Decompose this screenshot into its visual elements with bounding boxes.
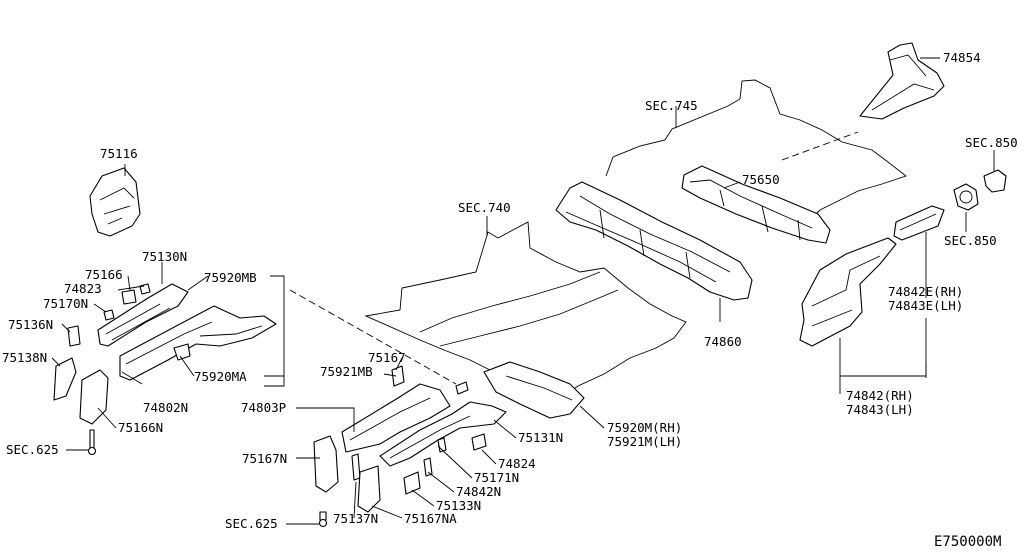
part-74860	[555, 181, 753, 301]
label-74803p: 74803P	[241, 400, 286, 415]
label-sec850-bottom: SEC.850	[944, 233, 997, 248]
part-75650	[681, 165, 831, 244]
label-sec850-top: SEC.850	[965, 135, 1018, 150]
label-75167: 75167	[368, 350, 406, 365]
label-sec625-left: SEC.625	[6, 442, 59, 457]
label-74842e: 74842E(RH)	[888, 284, 963, 299]
label-75920ma: 75920MA	[194, 369, 247, 384]
label-sec740: SEC.740	[458, 200, 511, 215]
sec850-parts	[953, 169, 1007, 211]
part-75116	[89, 167, 141, 237]
label-75170n: 75170N	[43, 296, 88, 311]
label-75166: 75166	[85, 267, 123, 282]
label-74802n: 74802N	[143, 400, 188, 415]
label-74842: 74842(RH)	[846, 388, 914, 403]
small-brackets-left	[53, 283, 151, 456]
label-75138n: 75138N	[2, 350, 47, 365]
label-sec745: SEC.745	[645, 98, 698, 113]
label-75171n: 75171N	[474, 470, 519, 485]
label-75131n: 75131N	[518, 430, 563, 445]
label-74823: 74823	[64, 281, 102, 296]
part-75130n	[97, 283, 189, 347]
part-75131n	[379, 401, 507, 467]
label-75920mb: 75920MB	[204, 270, 257, 285]
part-74803p	[341, 383, 451, 453]
label-sec625-bottom: SEC.625	[225, 516, 278, 531]
label-75166n: 75166N	[118, 420, 163, 435]
label-75137n: 75137N	[333, 511, 378, 526]
part-75920m	[483, 361, 585, 419]
label-75921mb: 75921MB	[320, 364, 373, 379]
label-74824: 74824	[498, 456, 536, 471]
label-74843: 74843(LH)	[846, 402, 914, 417]
label-75921m: 75921M(LH)	[607, 434, 682, 449]
label-75136n: 75136N	[8, 317, 53, 332]
label-74860: 74860	[704, 334, 742, 349]
label-75133n: 75133N	[436, 498, 481, 513]
label-75167na: 75167NA	[404, 511, 457, 526]
part-labels: 74854 SEC.745 SEC.850 75116 75650 SEC.74…	[2, 50, 1018, 550]
label-75130n: 75130N	[142, 249, 187, 264]
label-74842n: 74842N	[456, 484, 501, 499]
part-74854	[859, 42, 945, 120]
sec745-dashed-leader	[781, 131, 859, 161]
small-brackets-center	[313, 365, 487, 528]
front-floor-dashed-leader	[289, 289, 457, 385]
label-75920m: 75920M(RH)	[607, 420, 682, 435]
part-74842	[799, 237, 897, 347]
label-74843e: 74843E(LH)	[888, 298, 963, 313]
diagram-code: E750000M	[934, 534, 1001, 550]
label-75167n: 75167N	[242, 451, 287, 466]
label-75650: 75650	[742, 172, 780, 187]
label-75116: 75116	[100, 146, 138, 161]
bracket-74842	[840, 318, 927, 377]
part-74842e	[893, 205, 945, 241]
rear-floor-outline	[605, 79, 907, 219]
part-74802n	[119, 305, 277, 381]
label-74854: 74854	[943, 50, 981, 65]
